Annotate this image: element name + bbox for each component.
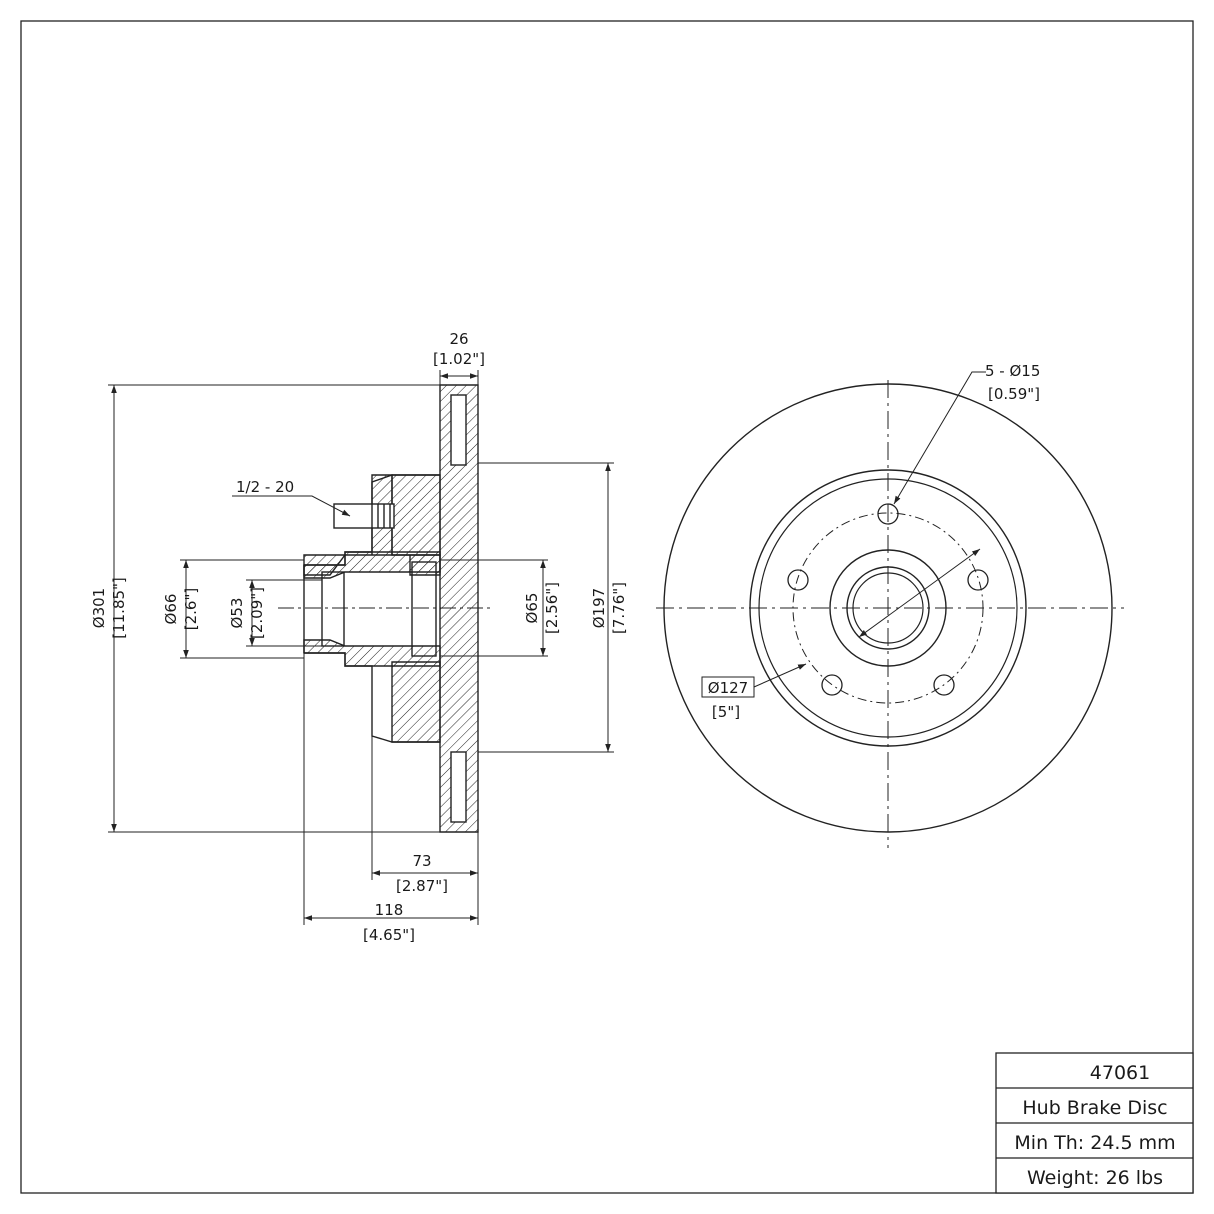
part-number: 47061 bbox=[1090, 1062, 1150, 1084]
weight: Weight: 26 lbs bbox=[1027, 1167, 1163, 1189]
side-labels: 26 [1.02"] 1/2 - 20 Ø301 [11.85"] Ø66 [2… bbox=[90, 330, 628, 944]
hub-length-mm: 73 bbox=[412, 852, 431, 870]
side-dimensions bbox=[108, 370, 614, 925]
bolt-circle-mm: Ø127 bbox=[708, 679, 748, 697]
outer-diameter-in: [11.85"] bbox=[110, 577, 128, 639]
outer-diameter-mm: Ø301 bbox=[90, 588, 108, 628]
bolt-hole-4 bbox=[821, 674, 843, 696]
bolt-hole-2 bbox=[967, 569, 989, 591]
outer-bearing-race bbox=[321, 571, 345, 647]
bore-outer-in: [2.6"] bbox=[182, 588, 200, 630]
bolt-hole-leader bbox=[893, 371, 986, 505]
bore-diameter-line bbox=[858, 548, 981, 638]
wheel-stud bbox=[333, 503, 395, 529]
title-block: 47061 Hub Brake Disc Min Th: 24.5 mm Wei… bbox=[995, 1052, 1194, 1194]
hub-length-in: [2.87"] bbox=[396, 877, 448, 895]
hat-outer-edge bbox=[749, 469, 1027, 747]
bore-inner-mm: Ø53 bbox=[228, 598, 246, 629]
bolt-circle-in: [5"] bbox=[712, 703, 740, 721]
bore-rear-mm: Ø65 bbox=[523, 593, 541, 624]
bolt-circle-label-box bbox=[701, 676, 755, 698]
bore-inner-in: [2.09"] bbox=[248, 587, 266, 639]
bolt-circle bbox=[792, 512, 984, 704]
rotor-outer-edge bbox=[663, 383, 1113, 833]
bore-outer-mm: Ø66 bbox=[162, 594, 180, 625]
front-view bbox=[656, 371, 1124, 848]
hat-diameter-mm: Ø197 bbox=[590, 588, 608, 628]
hat-diameter-in: [7.76"] bbox=[610, 582, 628, 634]
bolt-hole-3 bbox=[933, 674, 955, 696]
bolt-hole-5 bbox=[787, 569, 809, 591]
bolt-circle-leader bbox=[753, 663, 807, 688]
overall-height-in: [4.65"] bbox=[363, 926, 415, 944]
vent-slot-top bbox=[450, 394, 467, 466]
inner-bearing-race bbox=[411, 561, 437, 657]
bolt-holes-in: [0.59"] bbox=[988, 385, 1040, 403]
bore-rear-in: [2.56"] bbox=[543, 582, 561, 634]
bolt-holes-mm: 5 - Ø15 bbox=[985, 362, 1040, 380]
stud-thread-label: 1/2 - 20 bbox=[236, 478, 294, 496]
side-section-view bbox=[278, 384, 490, 833]
stud-leader bbox=[232, 495, 351, 517]
hat-inner-edge bbox=[758, 478, 1018, 738]
part-description: Hub Brake Disc bbox=[1022, 1097, 1167, 1119]
vent-slot-bottom bbox=[450, 751, 467, 823]
thickness-in: [1.02"] bbox=[433, 350, 485, 368]
min-thickness: Min Th: 24.5 mm bbox=[1014, 1132, 1175, 1154]
hat-section-bottom bbox=[391, 661, 441, 743]
bolt-hole-1 bbox=[877, 503, 899, 525]
overall-height-mm: 118 bbox=[375, 901, 404, 919]
drawing-border bbox=[20, 20, 1194, 1194]
front-labels: 5 - Ø15 [0.59"] Ø127 [5"] bbox=[708, 362, 1041, 721]
hat-section-top bbox=[391, 474, 441, 556]
thickness-mm: 26 bbox=[449, 330, 468, 348]
